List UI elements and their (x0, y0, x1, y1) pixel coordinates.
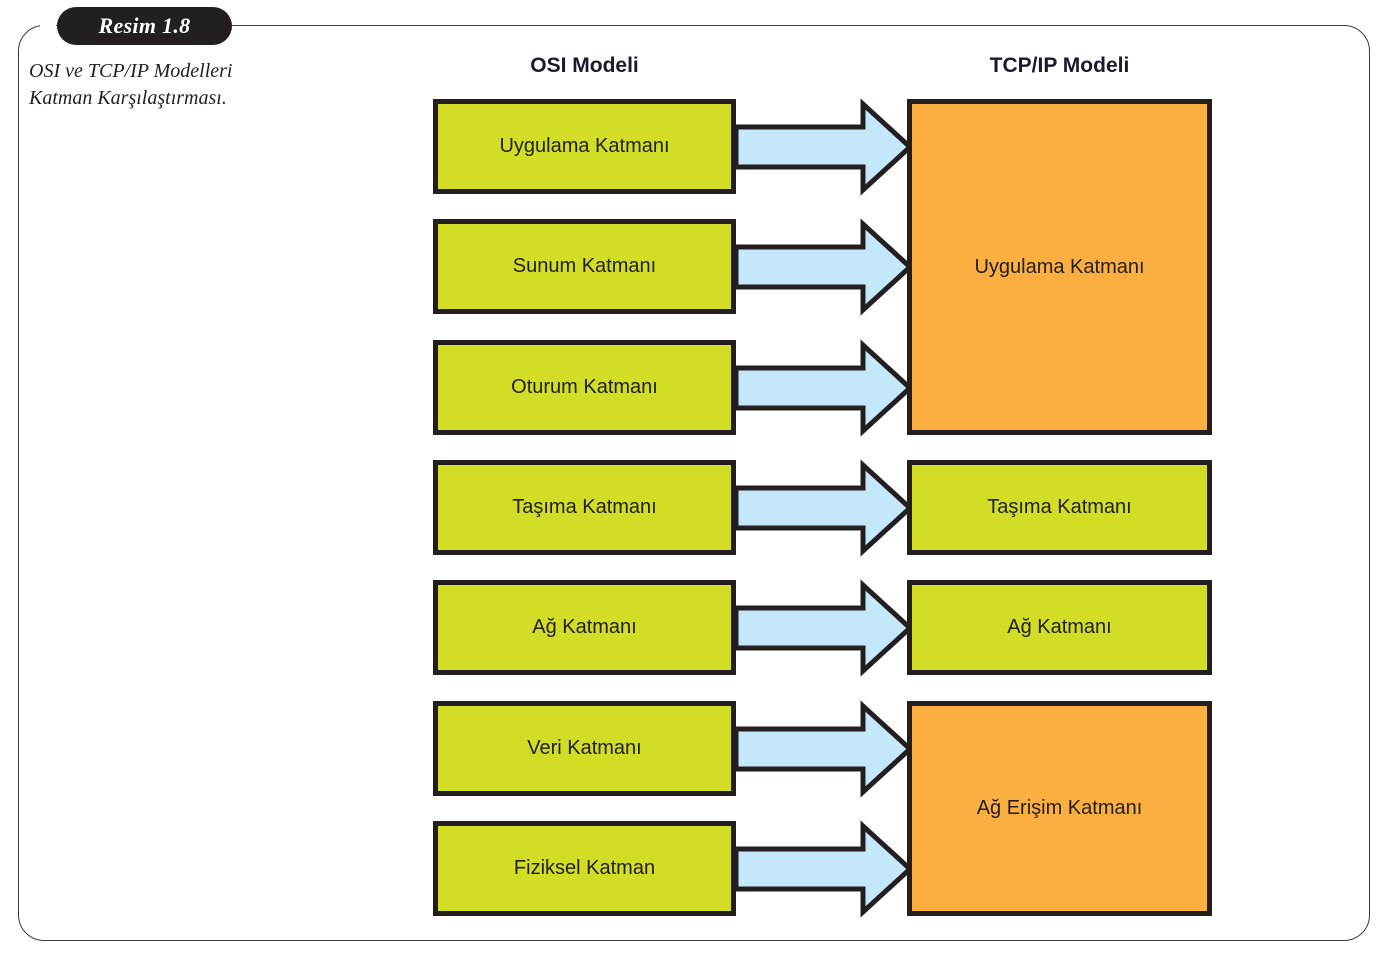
badge-line-mask (40, 18, 56, 34)
osi-layer-box-5[interactable]: Ağ Katmanı (433, 580, 736, 675)
osi-layer-label-4: Taşıma Katmanı (512, 496, 657, 518)
osi-layer-box-2[interactable]: Sunum Katmanı (433, 219, 736, 314)
column-header-tcpip: TCP/IP Modeli (989, 54, 1130, 77)
tcpip-layer-box-4[interactable]: Ağ Erişim Katmanı (907, 701, 1212, 916)
tcpip-layer-label-2: Taşıma Katmanı (987, 496, 1132, 518)
tcpip-layer-label-1: Uygulama Katmanı (974, 255, 1145, 278)
osi-layer-label-5: Ağ Katmanı (532, 616, 637, 638)
osi-layer-box-3[interactable]: Oturum Katmanı (433, 340, 736, 435)
tcpip-layer-box-1[interactable]: Uygulama Katmanı (907, 99, 1212, 435)
osi-layer-label-3: Oturum Katmanı (511, 376, 658, 398)
tcpip-layer-label-3: Ağ Katmanı (1007, 616, 1112, 638)
osi-layer-label-6: Veri Katmanı (527, 737, 642, 759)
tcpip-layer-box-3[interactable]: Ağ Katmanı (907, 580, 1212, 675)
tcpip-layer-box-2[interactable]: Taşıma Katmanı (907, 460, 1212, 555)
osi-layer-label-7: Fiziksel Katman (513, 857, 656, 879)
osi-layer-box-7[interactable]: Fiziksel Katman (433, 821, 736, 916)
figure-caption: OSI ve TCP/IP Modelleri Katman Karşılaşt… (29, 60, 233, 109)
osi-layer-box-4[interactable]: Taşıma Katmanı (433, 460, 736, 555)
osi-layer-label-1: Uygulama Katmanı (499, 135, 670, 157)
tcpip-layer-label-4: Ağ Erişim Katmanı (976, 797, 1143, 819)
figure-number-badge: Resim 1.8 (57, 7, 232, 45)
column-header-osi: OSI Modeli (530, 54, 639, 77)
osi-layer-box-6[interactable]: Veri Katmanı (433, 701, 736, 796)
figure-number-label: Resim 1.8 (98, 13, 191, 38)
osi-layer-box-1[interactable]: Uygulama Katmanı (433, 99, 736, 194)
osi-layer-label-2: Sunum Katmanı (512, 255, 657, 277)
